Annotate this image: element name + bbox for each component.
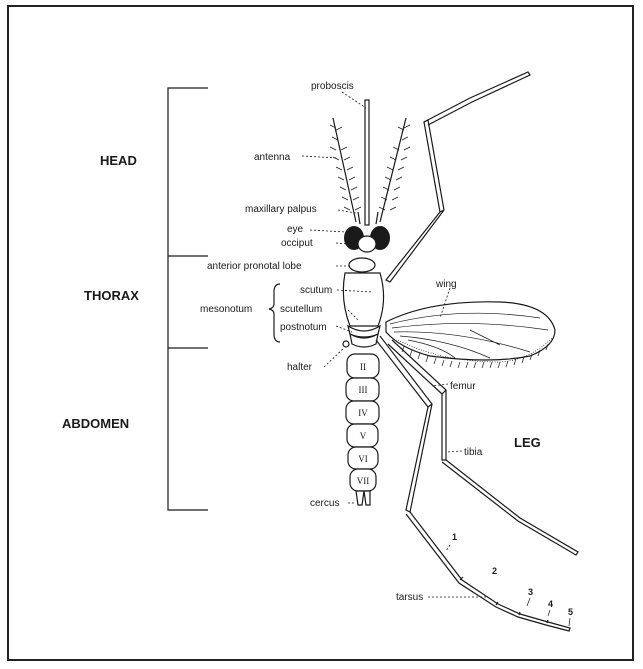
segment-label: VII [357, 476, 370, 486]
thorax [343, 258, 384, 347]
label-anterior-pronotal-lobe: anterior pronotal lobe [207, 261, 302, 272]
label-proboscis: proboscis [311, 81, 354, 92]
label-postnotum: postnotum [280, 322, 327, 333]
label-scutum: scutum [300, 285, 332, 296]
tarsus-number: 1 [452, 532, 457, 542]
label-cercus: cercus [310, 498, 339, 509]
label-maxillary-palpus: maxillary palpus [245, 204, 317, 215]
leg-title: LEG [514, 435, 541, 450]
label-eye: eye [287, 224, 304, 235]
label-wing: wing [435, 279, 457, 290]
label-occiput: occiput [281, 238, 313, 249]
antennae [330, 118, 410, 222]
label-femur: femur [450, 381, 476, 392]
front-leg [386, 72, 530, 282]
segment-label: VI [358, 454, 368, 464]
label-tarsus: tarsus [396, 592, 423, 603]
section-label-thorax: THORAX [84, 288, 139, 303]
tarsus-number: 2 [492, 566, 497, 576]
section-label-head: HEAD [100, 153, 137, 168]
head [344, 226, 390, 252]
mesonotum-brace [269, 284, 280, 342]
tarsus-number: 3 [528, 587, 533, 597]
label-halter: halter [287, 362, 313, 373]
label-antenna: antenna [254, 152, 291, 163]
hind-leg [388, 340, 578, 555]
label-tibia: tibia [464, 447, 483, 458]
tarsus-number: 5 [568, 607, 573, 617]
tarsus-number: 4 [548, 599, 553, 609]
segment-label: IV [358, 408, 368, 418]
segment-label: V [360, 431, 367, 441]
segment-label: II [360, 362, 366, 372]
proboscis [365, 100, 369, 225]
segment-label: III [359, 385, 368, 395]
section-label-abdomen: ABDOMEN [62, 416, 129, 431]
section-brackets [168, 88, 208, 510]
label-scutellum: scutellum [280, 304, 322, 315]
label-mesonotum: mesonotum [200, 304, 252, 315]
